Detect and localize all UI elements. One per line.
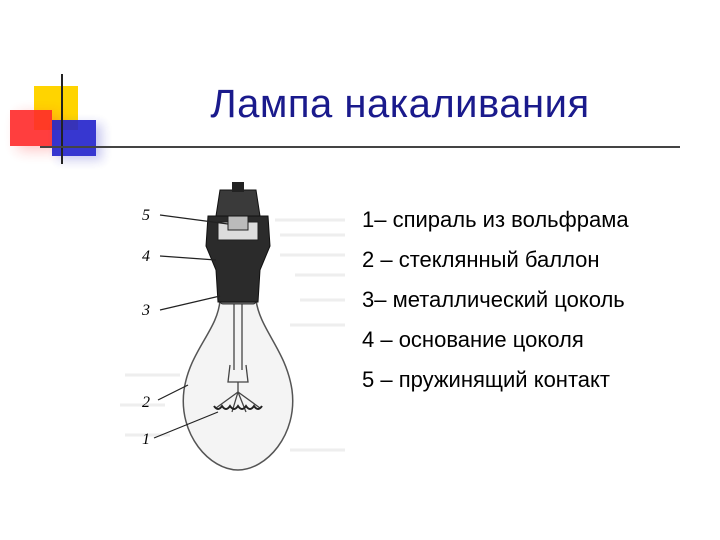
slide-title: Лампа накаливания — [210, 82, 590, 126]
legend-item-4: 4 – основание цоколя — [362, 327, 584, 352]
legend-list: 1– спираль из вольфрама 2 – стеклянный б… — [362, 200, 629, 400]
socket-top — [215, 189, 261, 217]
callout-2: 2 — [142, 394, 150, 411]
callout-1: 1 — [142, 431, 150, 448]
lamp-diagram: 5 4 3 2 1 — [120, 160, 350, 480]
decor-vertical-line — [61, 74, 63, 164]
socket-terminal — [232, 182, 244, 192]
callout-5: 5 — [142, 207, 150, 224]
legend-item-5: 5 – пружинящий контакт — [362, 367, 610, 392]
filament-stem — [215, 300, 261, 413]
tungsten-spiral — [213, 404, 263, 410]
decor-red-square — [10, 110, 52, 146]
callout-3: 3 — [141, 302, 150, 319]
legend-item-2: 2 – стеклянный баллон — [362, 247, 600, 272]
legend-item-3: 3– металлический цоколь — [362, 287, 625, 312]
leader-lines — [153, 214, 229, 439]
callout-4: 4 — [142, 248, 150, 265]
decor-blue-square — [52, 120, 96, 156]
legend-item-1: 1– спираль из вольфрама — [362, 207, 629, 232]
background-text-traces — [120, 218, 345, 452]
title-underline — [40, 146, 680, 148]
